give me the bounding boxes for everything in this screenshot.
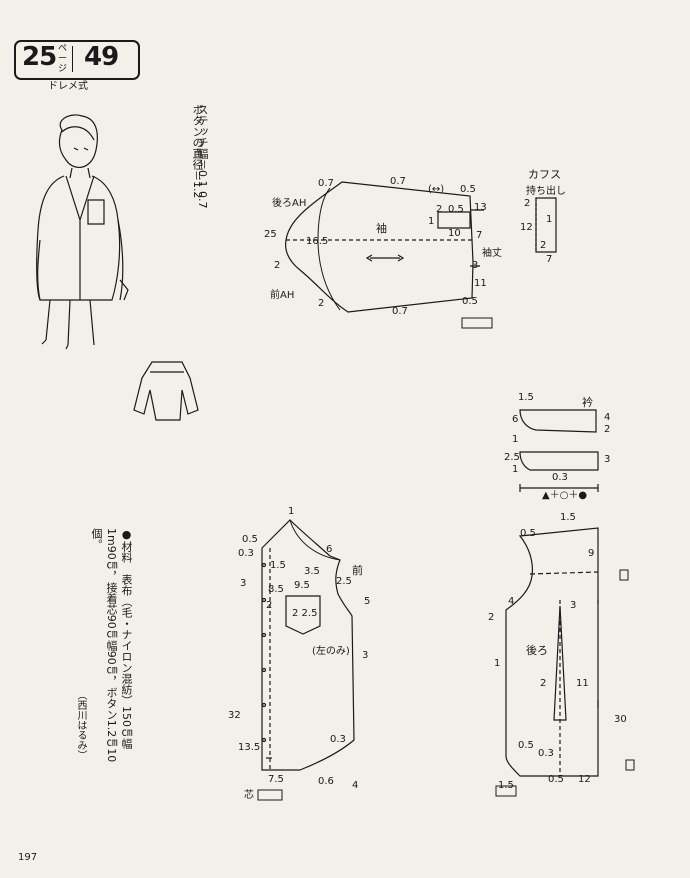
collar-m-25: 2.5 — [504, 452, 520, 463]
front-m-05: 0.5 — [242, 534, 258, 545]
back-m-05b: 0.5 — [518, 740, 534, 751]
front-m-85: 8.5 — [268, 584, 284, 595]
front-pocket-note: (左のみ) — [312, 646, 350, 657]
sleeve-m-13: 13 — [474, 202, 487, 213]
back-m-1: 1 — [494, 658, 501, 669]
sleeve-m-2c: 2 — [318, 298, 325, 309]
back-m-9: 9 — [588, 548, 595, 559]
front-fold-label: 芯 — [244, 790, 254, 801]
front-m-03: 0.3 — [238, 548, 254, 559]
sleeve-m-07b: 0.7 — [390, 176, 406, 187]
method-label: ドレメ式 — [48, 81, 88, 92]
collar-m-1b: 1 — [512, 464, 519, 475]
cuff-m-7: 7 — [546, 254, 553, 265]
back-m-30: 30 — [614, 714, 627, 725]
front-m-4: 4 — [352, 780, 359, 791]
back-m-15: 1.5 — [560, 512, 576, 523]
front-m-03b: 0.3 — [330, 734, 346, 745]
front-m-6: 6 — [326, 544, 333, 555]
sleeve-m-05b: 0.5 — [448, 204, 464, 215]
back-m-05: 0.5 — [520, 528, 536, 539]
sleeve-m-05a: 0.5 — [460, 184, 476, 195]
collar-m-15: 1.5 — [518, 392, 534, 403]
sleeve-m-05c: 0.5 — [462, 296, 478, 307]
front-m-2-25: 2 2.5 — [292, 608, 318, 619]
cuff-title: カフス — [528, 168, 561, 181]
cuff-m-2b: 2 — [540, 240, 547, 251]
materials-note: ●材料 表布（毛・ナイロン混紡）150㎝幅1m90㎝，接着芯90㎝幅90㎝，ボタ… — [90, 528, 133, 763]
cuff-pattern — [535, 197, 557, 253]
back-m-2b: 2 — [540, 678, 547, 689]
back-m-2: 2 — [488, 612, 495, 623]
front-m-32: 32 — [228, 710, 241, 721]
badge-divider — [72, 46, 73, 72]
sleeve-m-10: 10 — [448, 228, 461, 239]
page-reference-badge: 25 ページ 49 — [14, 40, 140, 80]
front-m-06: 0.6 — [318, 776, 334, 787]
sleeve-m-1: 1 — [428, 216, 435, 227]
cuff-note: 持ち出し — [526, 186, 566, 197]
sleeve-m-165: 16.5 — [306, 236, 329, 247]
front-m-1: 1 — [288, 506, 295, 517]
collar-m-6: 6 — [512, 414, 519, 425]
sleeve-pattern — [285, 181, 493, 329]
front-m-75: 7.5 — [268, 774, 284, 785]
front-m-25: 2.5 — [336, 576, 352, 587]
back-title: 後ろ — [526, 644, 548, 657]
back-m-4: 4 — [508, 596, 515, 607]
collar-title: 衿 — [582, 396, 593, 409]
page-number: 197 — [18, 852, 38, 863]
front-m-5: 5 — [364, 596, 371, 607]
sleeve-back-ah: 後ろAH — [272, 198, 307, 209]
back-m-12: 12 — [578, 774, 591, 785]
back-view-illustration — [133, 361, 199, 421]
model-illustration — [36, 114, 129, 350]
cuff-m-1: 1 — [546, 214, 553, 225]
sleeve-front-ah: 前AH — [270, 290, 295, 301]
collar-m-4: 4 — [604, 412, 611, 423]
front-pattern — [257, 519, 355, 801]
sleeve-m-arrows: (↔) — [428, 184, 445, 195]
stitch-width-note: ステッチ幅＝0.1 0.7 — [196, 104, 209, 209]
collar-m-2: 2 — [604, 424, 611, 435]
front-m-95: 9.5 — [294, 580, 310, 591]
design-number: 25 — [22, 42, 57, 72]
collar-m-3: 3 — [604, 454, 611, 465]
sleeve-m-2b: 2 — [274, 260, 281, 271]
back-m-3: 3 — [570, 600, 577, 611]
back-m-05c: 0.5 — [548, 774, 564, 785]
collar-m-03: 0.3 — [552, 472, 568, 483]
sleeve-title: 袖 — [376, 222, 387, 235]
sleeve-m-2: 2 — [436, 204, 443, 215]
collar-formula: ▲＋○＋● — [542, 490, 588, 501]
sleeve-placket-label: 袖丈 — [482, 248, 502, 259]
collar-m-1: 1 — [512, 434, 519, 445]
sleeve-m-7: 7 — [476, 230, 483, 241]
back-pattern — [495, 527, 635, 797]
sleeve-m-11: 11 — [474, 278, 487, 289]
front-m-135: 13.5 — [238, 742, 261, 753]
back-m-03: 0.3 — [538, 748, 554, 759]
sleeve-m-07c: 0.7 — [392, 306, 408, 317]
front-m-2: 2 — [266, 600, 273, 611]
back-m-11: 11 — [576, 678, 589, 689]
front-title: 前 — [352, 564, 363, 577]
front-m-15: 1.5 — [270, 560, 286, 571]
sleeve-m-25: 25 — [264, 229, 277, 240]
back-m-15b: 1.5 — [498, 780, 514, 791]
front-m-35: 3.5 — [304, 566, 320, 577]
sleeve-m-3: 3 — [472, 260, 479, 271]
button-diameter-note: ボタンの直径＝1.2 — [191, 104, 204, 199]
sleeve-m-07a: 0.7 — [318, 178, 334, 189]
collar-pattern — [519, 409, 599, 492]
page-number-ref: 49 — [84, 42, 119, 72]
front-m-3b: 3 — [362, 650, 369, 661]
cuff-m-12: 12 — [520, 222, 533, 233]
page-label: ページ — [58, 44, 68, 74]
front-m-3: 3 — [240, 578, 247, 589]
credit-note: （西川はるみ） — [75, 690, 86, 760]
cuff-m-2: 2 — [524, 198, 531, 209]
